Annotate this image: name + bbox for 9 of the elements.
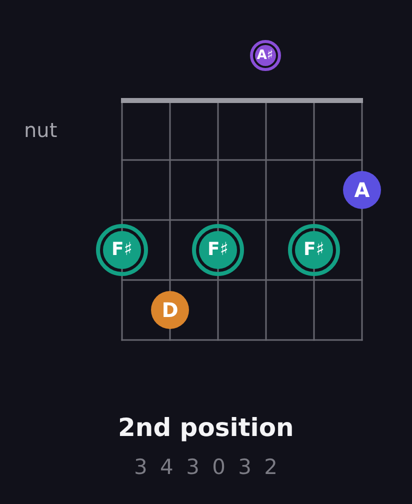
note-marker: A♯ (250, 40, 280, 70)
position-title: 2nd position (118, 413, 294, 442)
nut-label: nut (24, 118, 58, 142)
root-note-marker: F♯ (288, 224, 340, 276)
note-marker: A (343, 171, 381, 209)
note-marker: D (151, 291, 189, 329)
fingering-numbers: 3 4 3 0 3 2 (134, 455, 281, 479)
root-note-marker: F♯ (96, 224, 148, 276)
root-note-marker: F♯ (192, 224, 244, 276)
